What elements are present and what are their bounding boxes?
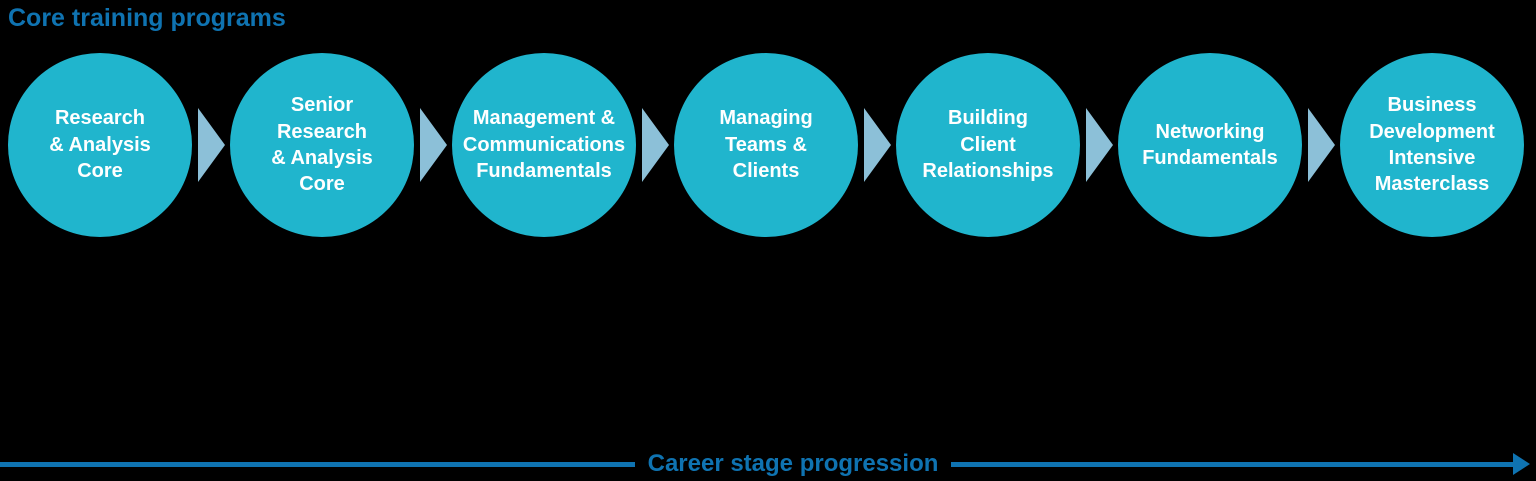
stage-circle-networking-fundamentals: Networking Fundamentals [1118,53,1302,237]
right-arrow-icon [419,108,447,182]
stage-circle-business-development-intensive-masterclass: Business Development Intensive Mastercla… [1340,53,1524,237]
stage-circle-senior-research-analysis-core: Senior Research & Analysis Core [230,53,414,237]
stage-label: Building Client Relationships [922,107,1054,183]
stage-label: Networking Fundamentals [1142,120,1278,169]
right-arrow-icon [197,108,225,182]
right-arrow-icon [1307,108,1335,182]
axis-label: Career stage progression [647,450,939,477]
stage-circle-management-communications-fundamentals: Management & Communications Fundamentals [452,53,636,237]
stage-circle-managing-teams-clients: Managing Teams & Clients [674,53,858,237]
axis-line-right [951,461,1513,467]
stage-label: Senior Research & Analysis Core [271,94,373,196]
career-progression-axis: Career stage progression [0,450,1530,477]
stage-label: Managing Teams & Clients [719,107,813,183]
right-arrow-icon [1085,108,1113,182]
stage-label: Research & Analysis Core [49,107,151,183]
stage-circle-building-client-relationships: Building Client Relationships [896,53,1080,237]
stage-circle-research-analysis-core: Research & Analysis Core [8,53,192,237]
axis-arrowhead-icon [1513,453,1530,475]
stage-label: Management & Communications Fundamentals [462,107,626,183]
axis-line-left [0,461,635,467]
right-arrow-icon [863,108,891,182]
stage-label: Business Development Intensive Mastercla… [1369,94,1495,196]
diagram-title: Core training programs [8,4,286,32]
right-arrow-icon [641,108,669,182]
stages-row: Research & Analysis Core Senior Research… [8,53,1524,237]
